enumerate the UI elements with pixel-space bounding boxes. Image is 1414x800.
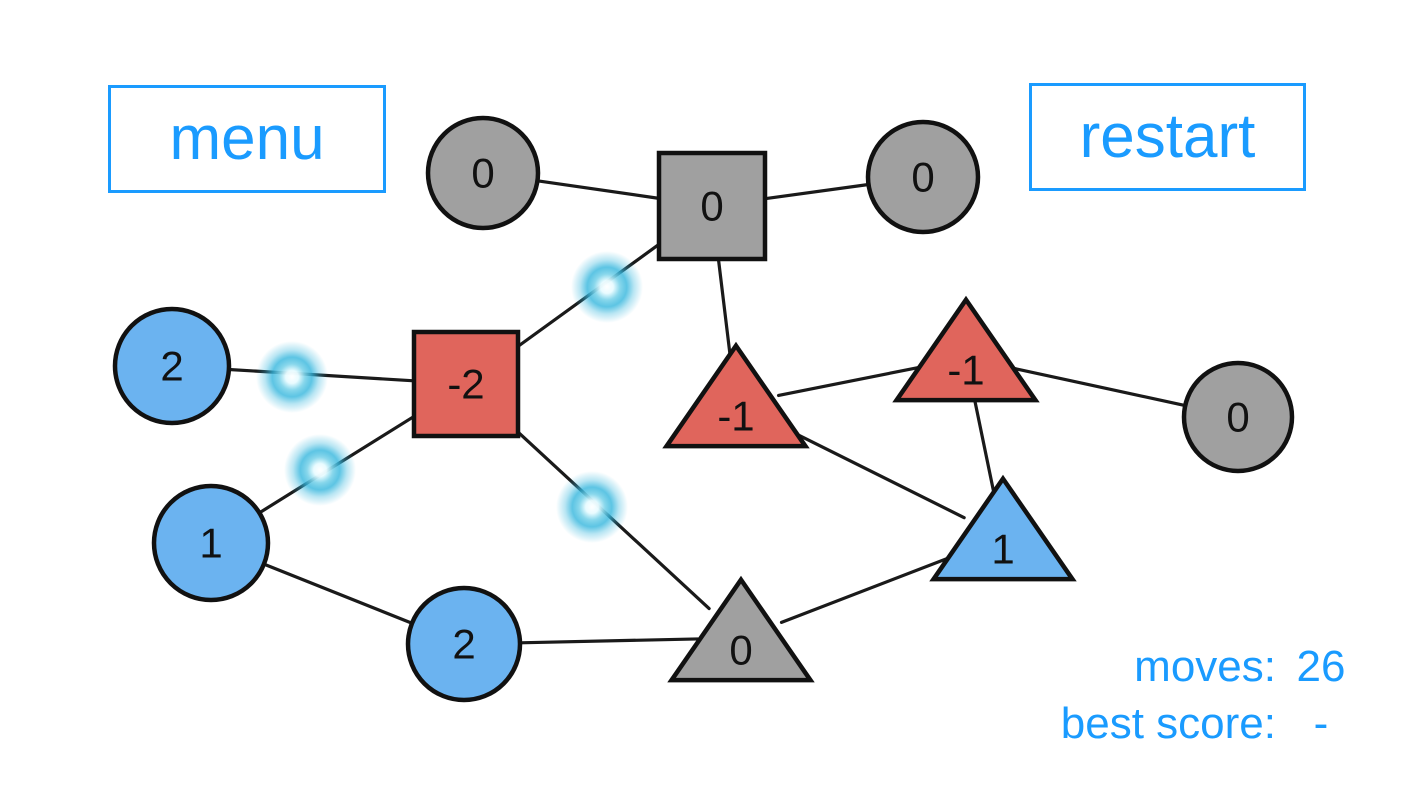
graph-edge[interactable] <box>973 398 996 497</box>
graph-node-square-red[interactable]: -2 <box>411 329 521 439</box>
graph-edge[interactable] <box>518 637 700 645</box>
graph-edge[interactable] <box>763 182 871 201</box>
node-square[interactable] <box>411 329 521 439</box>
edge-orb-marker[interactable] <box>556 471 628 543</box>
graph-node-circle-gray[interactable]: 0 <box>1181 360 1295 474</box>
score-panel: moves: 26 best score: - <box>1061 639 1352 752</box>
node-value-label: 1 <box>199 520 222 567</box>
orb-layer[interactable] <box>256 251 643 543</box>
graph-edge[interactable] <box>262 562 414 625</box>
edge-orb-marker[interactable] <box>284 434 356 506</box>
node-square[interactable] <box>656 150 768 262</box>
node-circle[interactable] <box>425 115 541 231</box>
graph-node-circle-blue[interactable]: 2 <box>405 585 523 703</box>
node-value-label: 0 <box>700 183 723 230</box>
graph-edge[interactable] <box>773 421 966 520</box>
node-layer[interactable]: 0 0 0 2 -2 -1 -1 0 1 1 2 0 <box>112 115 1295 703</box>
node-triangle[interactable] <box>892 295 1040 403</box>
graph-node-circle-gray[interactable]: 0 <box>425 115 541 231</box>
graph-node-circle-gray[interactable]: 0 <box>865 119 981 235</box>
edge-orb-marker[interactable] <box>256 341 328 413</box>
node-value-label: -2 <box>447 361 484 408</box>
node-circle[interactable] <box>151 483 271 603</box>
node-value-label: -1 <box>947 347 984 394</box>
graph-node-triangle-red[interactable]: -1 <box>662 341 810 449</box>
graph-node-triangle-red[interactable]: -1 <box>892 295 1040 403</box>
node-value-label: -1 <box>717 393 754 440</box>
best-score-value: - <box>1313 698 1329 748</box>
graph-node-triangle-gray[interactable]: 0 <box>667 575 815 683</box>
graph-node-circle-blue[interactable]: 1 <box>151 483 271 603</box>
node-value-label: 0 <box>471 150 494 197</box>
best-score-label: best score: <box>1060 698 1276 748</box>
restart-button[interactable]: restart <box>1029 83 1306 191</box>
graph-edge[interactable] <box>776 364 926 398</box>
best-score-row: best score: - <box>1061 696 1352 752</box>
node-value-label: 2 <box>160 343 183 390</box>
moves-label: moves: <box>1134 642 1276 692</box>
graph-edge[interactable] <box>535 179 661 200</box>
node-value-label: 2 <box>452 621 475 668</box>
node-circle[interactable] <box>405 585 523 703</box>
moves-row: moves: 26 <box>1061 639 1352 695</box>
node-value-label: 1 <box>991 526 1014 573</box>
moves-value: 26 <box>1296 642 1346 692</box>
node-value-label: 0 <box>911 154 934 201</box>
edge-orb-marker[interactable] <box>571 251 643 323</box>
node-triangle[interactable] <box>662 341 810 449</box>
graph-node-circle-blue[interactable]: 2 <box>112 306 232 426</box>
node-triangle[interactable] <box>667 575 815 683</box>
node-circle[interactable] <box>1181 360 1295 474</box>
node-value-label: 0 <box>1226 394 1249 441</box>
graph-node-triangle-blue[interactable]: 1 <box>929 474 1077 582</box>
menu-button[interactable]: menu <box>108 85 386 193</box>
graph-node-square-gray[interactable]: 0 <box>656 150 768 262</box>
graph-edge[interactable] <box>716 257 733 363</box>
node-triangle[interactable] <box>929 474 1077 582</box>
node-value-label: 0 <box>729 627 752 674</box>
graph-edge[interactable] <box>779 551 965 624</box>
node-circle[interactable] <box>865 119 981 235</box>
graph-edge[interactable] <box>1006 365 1187 408</box>
node-circle[interactable] <box>112 306 232 426</box>
